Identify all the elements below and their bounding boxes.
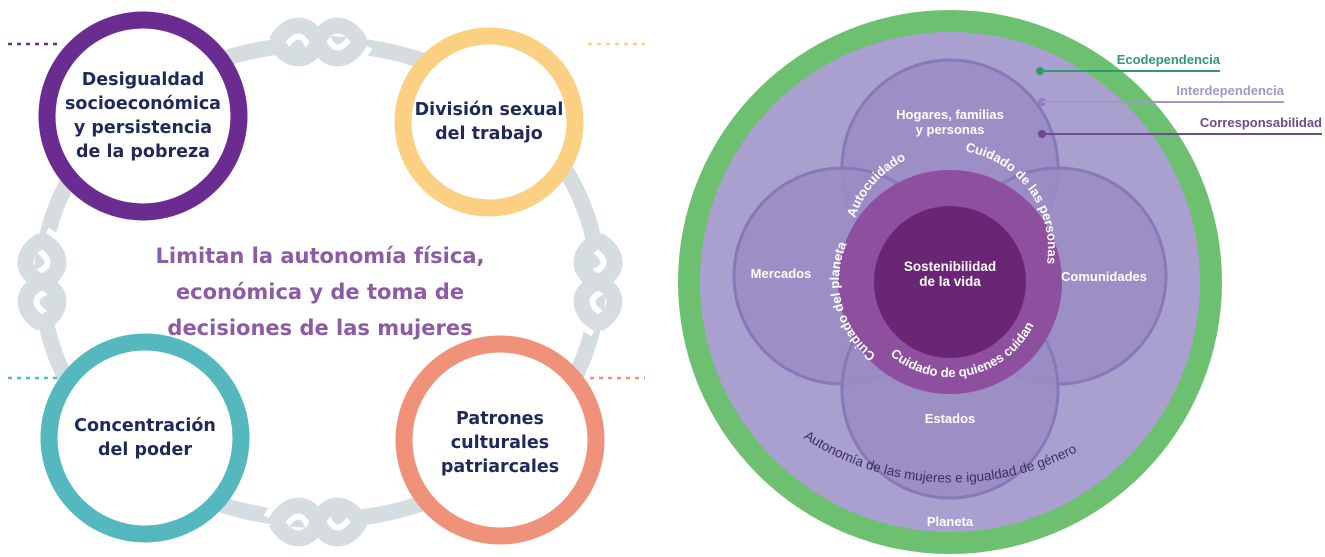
core-circle [874,206,1026,358]
legend-interdependencia: Interdependencia [1176,83,1284,98]
center-statement: Limitan la autonomía física, económica y… [155,244,485,340]
knot-bottom [263,491,373,553]
legend-ecodependencia: Ecodependencia [1116,52,1220,67]
label-desigualdad: Desigualdad socioeconómica y persistenci… [65,70,221,162]
care-diagram: Autocuidado Cuidado de las personas Cuid… [660,0,1325,557]
label-comunidades: Comunidades [1061,269,1147,284]
circle-patrones [395,335,605,545]
legend-corresponsabilidad: Corresponsabilidad [1199,115,1322,130]
label-division: División sexual del trabajo [414,100,564,144]
label-planeta: Planeta [926,514,974,529]
knot-left [11,227,73,337]
barriers-diagram: Desigualdad socioeconómica y persistenci… [0,0,660,557]
label-concentracion: Concentración del poder [74,416,216,460]
circle-desigualdad [38,11,248,221]
label-patrones: Patrones culturales patriarcales [440,409,560,477]
barriers-svg [8,11,645,553]
label-mercados: Mercados [750,266,812,281]
label-sostenibilidad: Sostenibilidad de la vida [903,259,997,289]
circle-concentracion [40,333,250,543]
knot-right [567,227,629,337]
care-svg: Autocuidado Cuidado de las personas Cuid… [678,10,1322,554]
label-estados: Estados [924,411,976,426]
label-hogares: Hogares, familias y personas [896,107,1004,137]
circle-division [394,27,584,217]
knot-top [263,11,373,73]
